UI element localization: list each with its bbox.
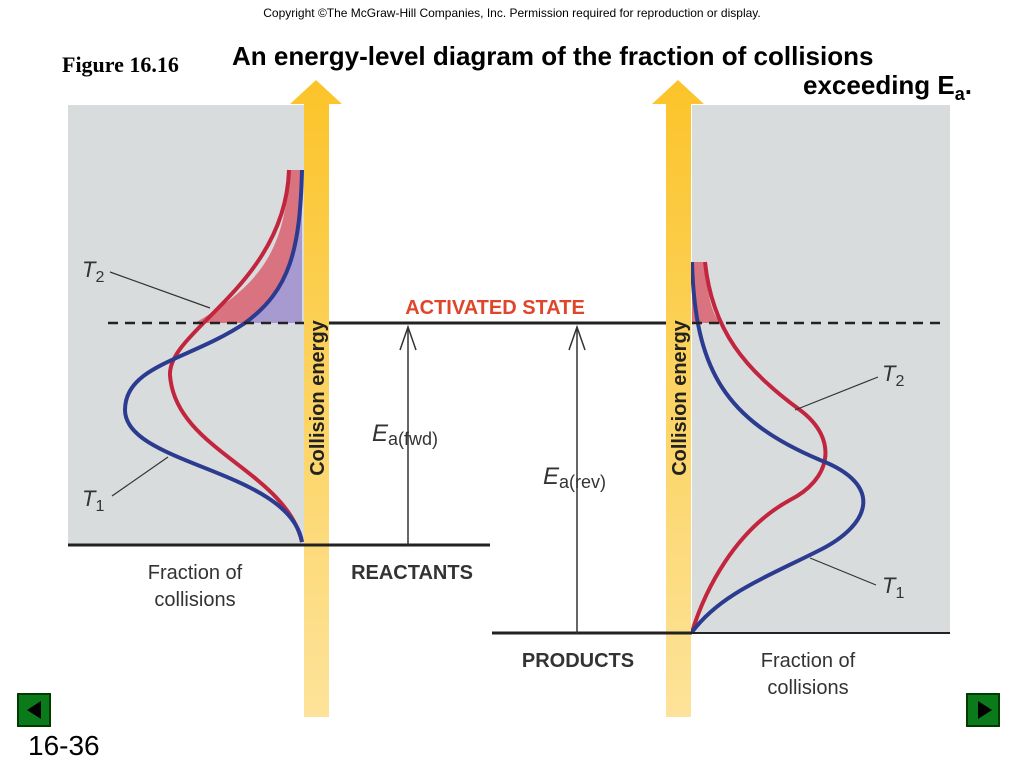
ea-fwd-label: Ea(fwd) <box>372 420 438 449</box>
right-t2-label: T2 <box>882 361 904 390</box>
left-t2-exceed-shade <box>195 170 302 323</box>
left-collision-energy-label: Collision energy <box>307 319 329 475</box>
slide-title: An energy-level diagram of the fraction … <box>232 42 972 105</box>
right-collision-energy-arrow <box>652 80 704 717</box>
left-t2-leader <box>109 271 211 309</box>
ea-fwd-arrowhead <box>399 324 417 351</box>
title-line-2: exceeding Ea. <box>803 69 972 104</box>
slide-number: 16-36 <box>28 730 100 761</box>
ea-rev-label: Ea(rev) <box>543 463 606 492</box>
ea-rev-arrowhead <box>568 324 586 351</box>
copyright-notice: Copyright ©The McGraw-Hill Companies, In… <box>263 6 761 20</box>
previous-slide-button[interactable] <box>17 693 51 727</box>
right-collision-energy-label: Collision energy <box>669 319 691 475</box>
right-t1-label: T1 <box>882 573 904 602</box>
right-t2-leader <box>794 376 879 411</box>
left-distribution-panel <box>68 105 304 545</box>
left-t1-curve <box>122 169 304 543</box>
reactants-label: REACTANTS <box>351 562 473 584</box>
left-t1-exceed-shade <box>245 170 302 323</box>
figure-label: Figure 16.16 <box>62 52 179 77</box>
triangle-left-icon <box>27 701 41 719</box>
left-fraction-label-line1: Fraction of <box>148 562 243 584</box>
activated-state-label: ACTIVATED STATE <box>405 297 585 319</box>
right-t2-exceed-shade <box>692 262 720 323</box>
triangle-right-icon <box>978 701 992 719</box>
right-t1-curve <box>690 261 866 634</box>
left-t1-leader <box>111 456 169 497</box>
right-t1-leader <box>809 557 877 586</box>
right-fraction-label-line1: Fraction of <box>761 650 856 672</box>
next-slide-button[interactable] <box>966 693 1000 727</box>
right-fraction-label-line2: collisions <box>767 677 848 699</box>
left-t2-label: T2 <box>82 257 104 286</box>
left-collision-energy-arrow <box>290 80 342 717</box>
left-fraction-label-line2: collisions <box>154 589 235 611</box>
title-line-1: An energy-level diagram of the fraction … <box>232 41 874 71</box>
products-label: PRODUCTS <box>522 650 634 672</box>
left-t2-curve <box>167 169 304 543</box>
left-t1-label: T1 <box>82 486 104 515</box>
right-t2-curve <box>690 261 828 633</box>
